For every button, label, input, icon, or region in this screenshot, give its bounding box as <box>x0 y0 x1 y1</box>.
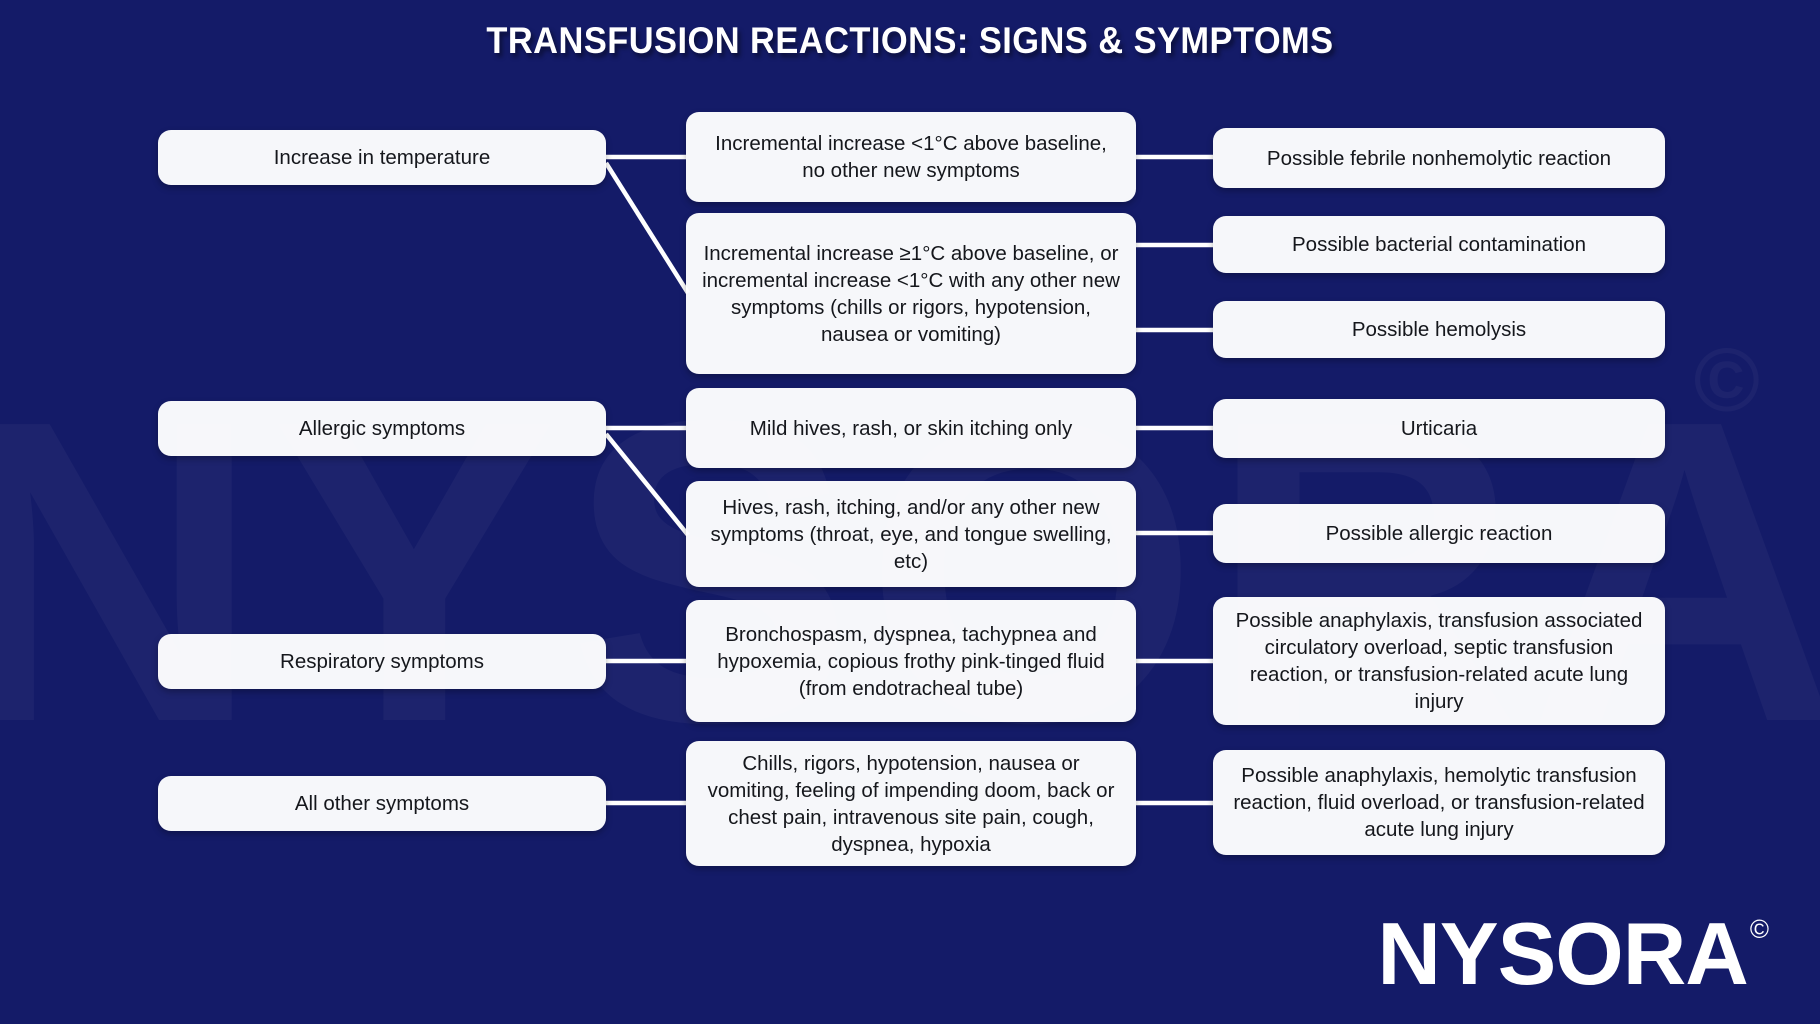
node-label: Possible hemolysis <box>1351 318 1527 341</box>
node-label: Bronchospasm, dyspnea, tachypnea and hyp… <box>717 622 1105 700</box>
node-temperature-severe-finding[interactable]: Incremental increase ≥1°C above baseline… <box>686 213 1136 374</box>
node-bacterial-contamination[interactable]: Possible bacterial contamination <box>1213 216 1665 273</box>
node-respiratory-finding[interactable]: Bronchospasm, dyspnea, tachypnea and hyp… <box>686 600 1136 722</box>
node-label: Increase in temperature <box>273 146 491 169</box>
node-label: Incremental increase <1°C above baseline… <box>715 132 1107 182</box>
node-allergy-mild-finding[interactable]: Mild hives, rash, or skin itching only <box>686 388 1136 468</box>
node-label: Urticaria <box>1400 417 1478 440</box>
node-respiratory-reaction[interactable]: Possible anaphylaxis, transfusion associ… <box>1213 597 1665 725</box>
node-increase-in-temperature[interactable]: Increase in temperature <box>158 130 606 185</box>
node-label: Mild hives, rash, or skin itching only <box>749 416 1073 440</box>
node-label: Possible anaphylaxis, hemolytic transfus… <box>1233 764 1645 841</box>
node-hemolysis[interactable]: Possible hemolysis <box>1213 301 1665 358</box>
node-all-other-symptoms[interactable]: All other symptoms <box>158 776 606 831</box>
page-title: TRANSFUSION REACTIONS: SIGNS & SYMPTOMS <box>486 20 1334 61</box>
node-label: Respiratory symptoms <box>280 650 484 673</box>
node-respiratory-symptoms[interactable]: Respiratory symptoms <box>158 634 606 689</box>
node-other-finding[interactable]: Chills, rigors, hypotension, nausea or v… <box>686 741 1136 866</box>
node-label: Allergic symptoms <box>298 417 466 440</box>
node-label: Hives, rash, itching, and/or any other n… <box>710 495 1112 573</box>
node-label: Possible allergic reaction <box>1325 522 1553 545</box>
node-allergic-reaction[interactable]: Possible allergic reaction <box>1213 504 1665 563</box>
logo-copyright-icon: © <box>1749 914 1769 944</box>
node-label: Incremental increase ≥1°C above baseline… <box>702 241 1120 346</box>
logo-wordmark: NYSORA <box>1377 904 1748 1003</box>
nysora-logo: NYSORA © <box>1377 904 1769 1003</box>
node-label: Possible anaphylaxis, transfusion associ… <box>1235 609 1643 713</box>
node-allergic-symptoms[interactable]: Allergic symptoms <box>158 401 606 456</box>
node-label: All other symptoms <box>294 792 470 815</box>
node-allergy-severe-finding[interactable]: Hives, rash, itching, and/or any other n… <box>686 481 1136 587</box>
node-label: Possible febrile nonhemolytic reaction <box>1266 146 1612 170</box>
node-label: Chills, rigors, hypotension, nausea or v… <box>707 751 1115 856</box>
node-febrile-nonhemolytic-reaction[interactable]: Possible febrile nonhemolytic reaction <box>1213 128 1665 188</box>
node-label: Possible bacterial contamination <box>1292 233 1586 256</box>
node-urticaria[interactable]: Urticaria <box>1213 399 1665 458</box>
node-other-reaction[interactable]: Possible anaphylaxis, hemolytic transfus… <box>1213 750 1665 855</box>
node-temperature-mild-finding[interactable]: Incremental increase <1°C above baseline… <box>686 112 1136 202</box>
